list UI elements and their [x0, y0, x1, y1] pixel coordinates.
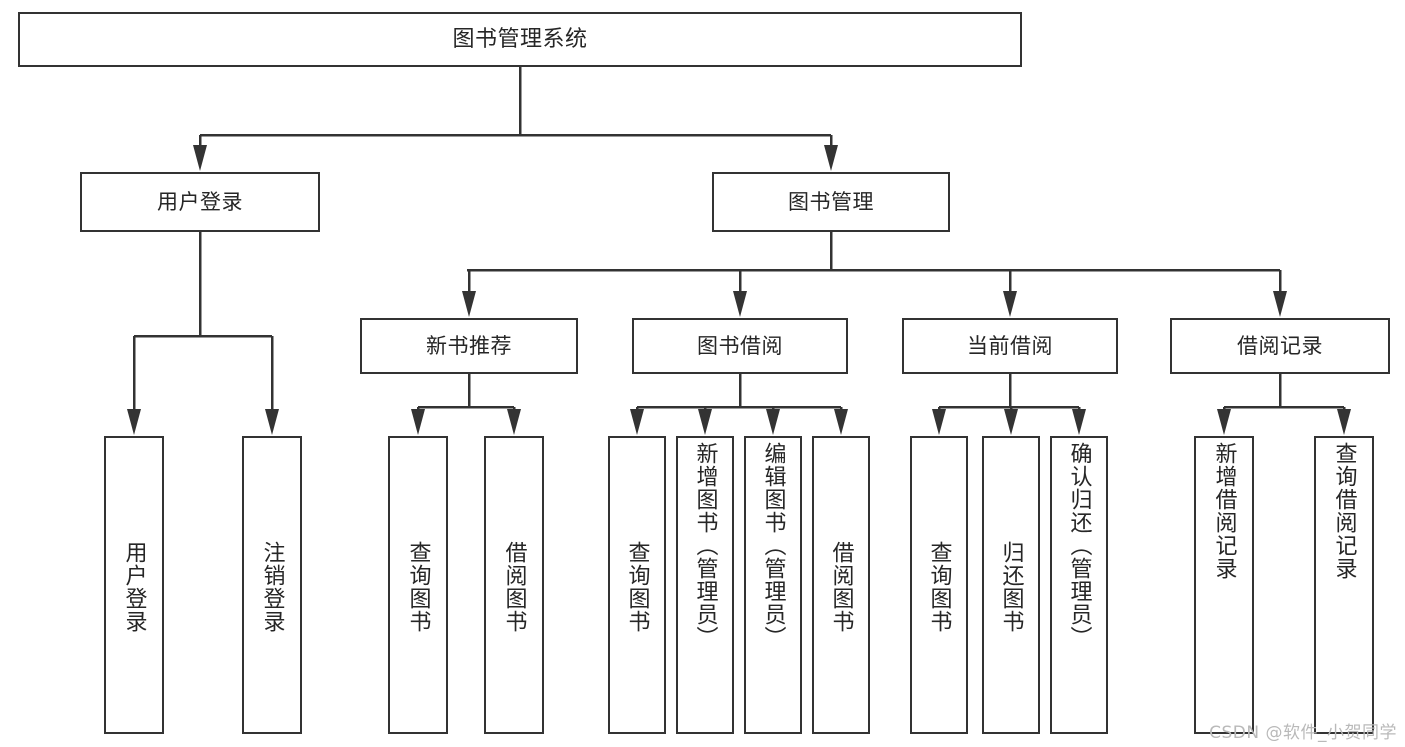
node-label: 借阅记录 [1237, 333, 1323, 358]
node-label: 新书推荐 [426, 333, 512, 358]
edge-arrowhead [1004, 409, 1018, 435]
edge-arrowhead [1217, 409, 1231, 435]
node-label: 查询图书 [624, 541, 650, 633]
node-label: 借阅图书 [501, 541, 527, 633]
node-current[interactable]: 当前借阅 [902, 318, 1118, 374]
node-leaf-bor-2[interactable]: 新增图书（管理员） [676, 436, 734, 734]
node-label: 图书管理 [788, 189, 874, 214]
node-label: 用户登录 [121, 541, 147, 633]
edge-arrowhead [265, 409, 279, 435]
node-login[interactable]: 用户登录 [80, 172, 320, 232]
edge-arrowhead [766, 409, 780, 435]
edge-arrowhead [698, 409, 712, 435]
edge-arrowhead [1273, 291, 1287, 317]
node-newbook[interactable]: 新书推荐 [360, 318, 578, 374]
node-records[interactable]: 借阅记录 [1170, 318, 1390, 374]
node-leaf-login-1[interactable]: 用户登录 [104, 436, 164, 734]
edge-arrowhead [462, 291, 476, 317]
edge-arrowhead [1337, 409, 1351, 435]
node-leaf-rec-2[interactable]: 查询借阅记录 [1314, 436, 1374, 734]
node-leaf-new-2[interactable]: 借阅图书 [484, 436, 544, 734]
node-label: 注销登录 [259, 541, 285, 633]
node-label: 图书借阅 [697, 333, 783, 358]
node-label: 编辑图书（管理员） [760, 442, 786, 649]
node-leaf-bor-3[interactable]: 编辑图书（管理员） [744, 436, 802, 734]
node-leaf-cur-1[interactable]: 查询图书 [910, 436, 968, 734]
node-label: 借阅图书 [828, 541, 854, 633]
edge-arrowhead [733, 291, 747, 317]
node-label: 查询图书 [405, 541, 431, 633]
edge-arrowhead [507, 409, 521, 435]
node-label: 用户登录 [157, 189, 243, 214]
edge-arrowhead [834, 409, 848, 435]
node-borrow[interactable]: 图书借阅 [632, 318, 848, 374]
node-label: 查询图书 [926, 541, 952, 633]
node-label: 新增借阅记录 [1211, 442, 1237, 580]
edge-arrowhead [932, 409, 946, 435]
node-leaf-bor-1[interactable]: 查询图书 [608, 436, 666, 734]
edge-arrowhead [127, 409, 141, 435]
edge-arrowhead [1072, 409, 1086, 435]
edge-arrowhead [411, 409, 425, 435]
node-leaf-cur-3[interactable]: 确认归还（管理员） [1050, 436, 1108, 734]
node-label: 当前借阅 [967, 333, 1053, 358]
node-label: 查询借阅记录 [1331, 442, 1357, 580]
watermark-text: CSDN @软件_小贺同学 [1209, 723, 1397, 743]
node-label: 确认归还（管理员） [1066, 442, 1092, 649]
edge-arrowhead [193, 145, 207, 171]
node-label: 归还图书 [998, 541, 1024, 633]
node-leaf-new-1[interactable]: 查询图书 [388, 436, 448, 734]
node-leaf-rec-1[interactable]: 新增借阅记录 [1194, 436, 1254, 734]
node-leaf-cur-2[interactable]: 归还图书 [982, 436, 1040, 734]
node-bookmgmt[interactable]: 图书管理 [712, 172, 950, 232]
node-label: 新增图书（管理员） [692, 442, 718, 649]
edge-arrowhead [824, 145, 838, 171]
edge-arrowhead [1003, 291, 1017, 317]
node-leaf-bor-4[interactable]: 借阅图书 [812, 436, 870, 734]
node-root[interactable]: 图书管理系统 [18, 12, 1022, 67]
node-label: 图书管理系统 [452, 26, 588, 52]
node-leaf-login-2[interactable]: 注销登录 [242, 436, 302, 734]
edge-arrowhead [630, 409, 644, 435]
